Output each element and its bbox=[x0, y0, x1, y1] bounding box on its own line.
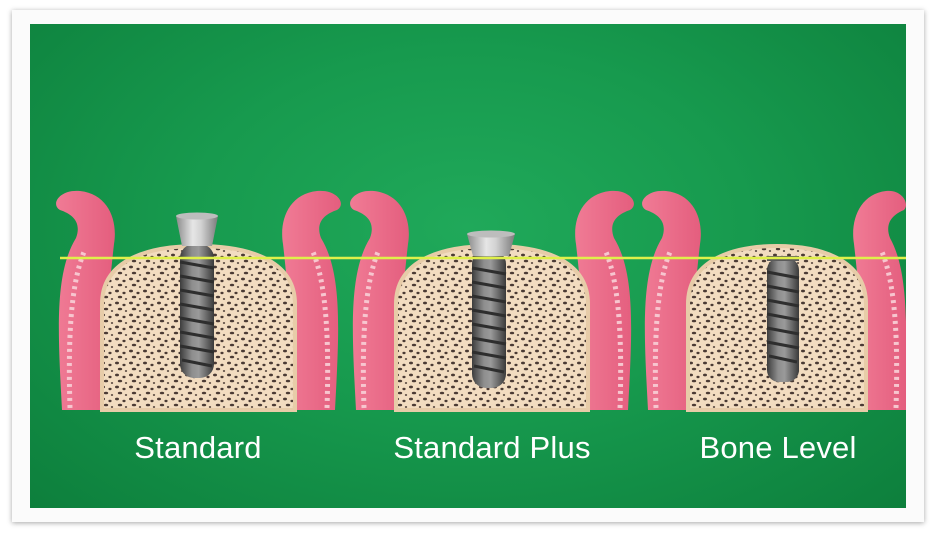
label-standard: Standard bbox=[48, 430, 348, 466]
standard-diagram bbox=[56, 191, 341, 410]
standard-plus-diagram bbox=[350, 191, 634, 410]
implant-bone-level bbox=[767, 256, 799, 382]
diagram-panel: Standard Standard Plus Bone Level bbox=[30, 24, 906, 508]
label-bone-level: Bone Level bbox=[628, 430, 906, 466]
bone-level-diagram bbox=[642, 191, 906, 410]
implant-standard bbox=[176, 213, 218, 379]
image-frame: Standard Standard Plus Bone Level bbox=[12, 10, 924, 522]
label-standard-plus: Standard Plus bbox=[342, 430, 642, 466]
